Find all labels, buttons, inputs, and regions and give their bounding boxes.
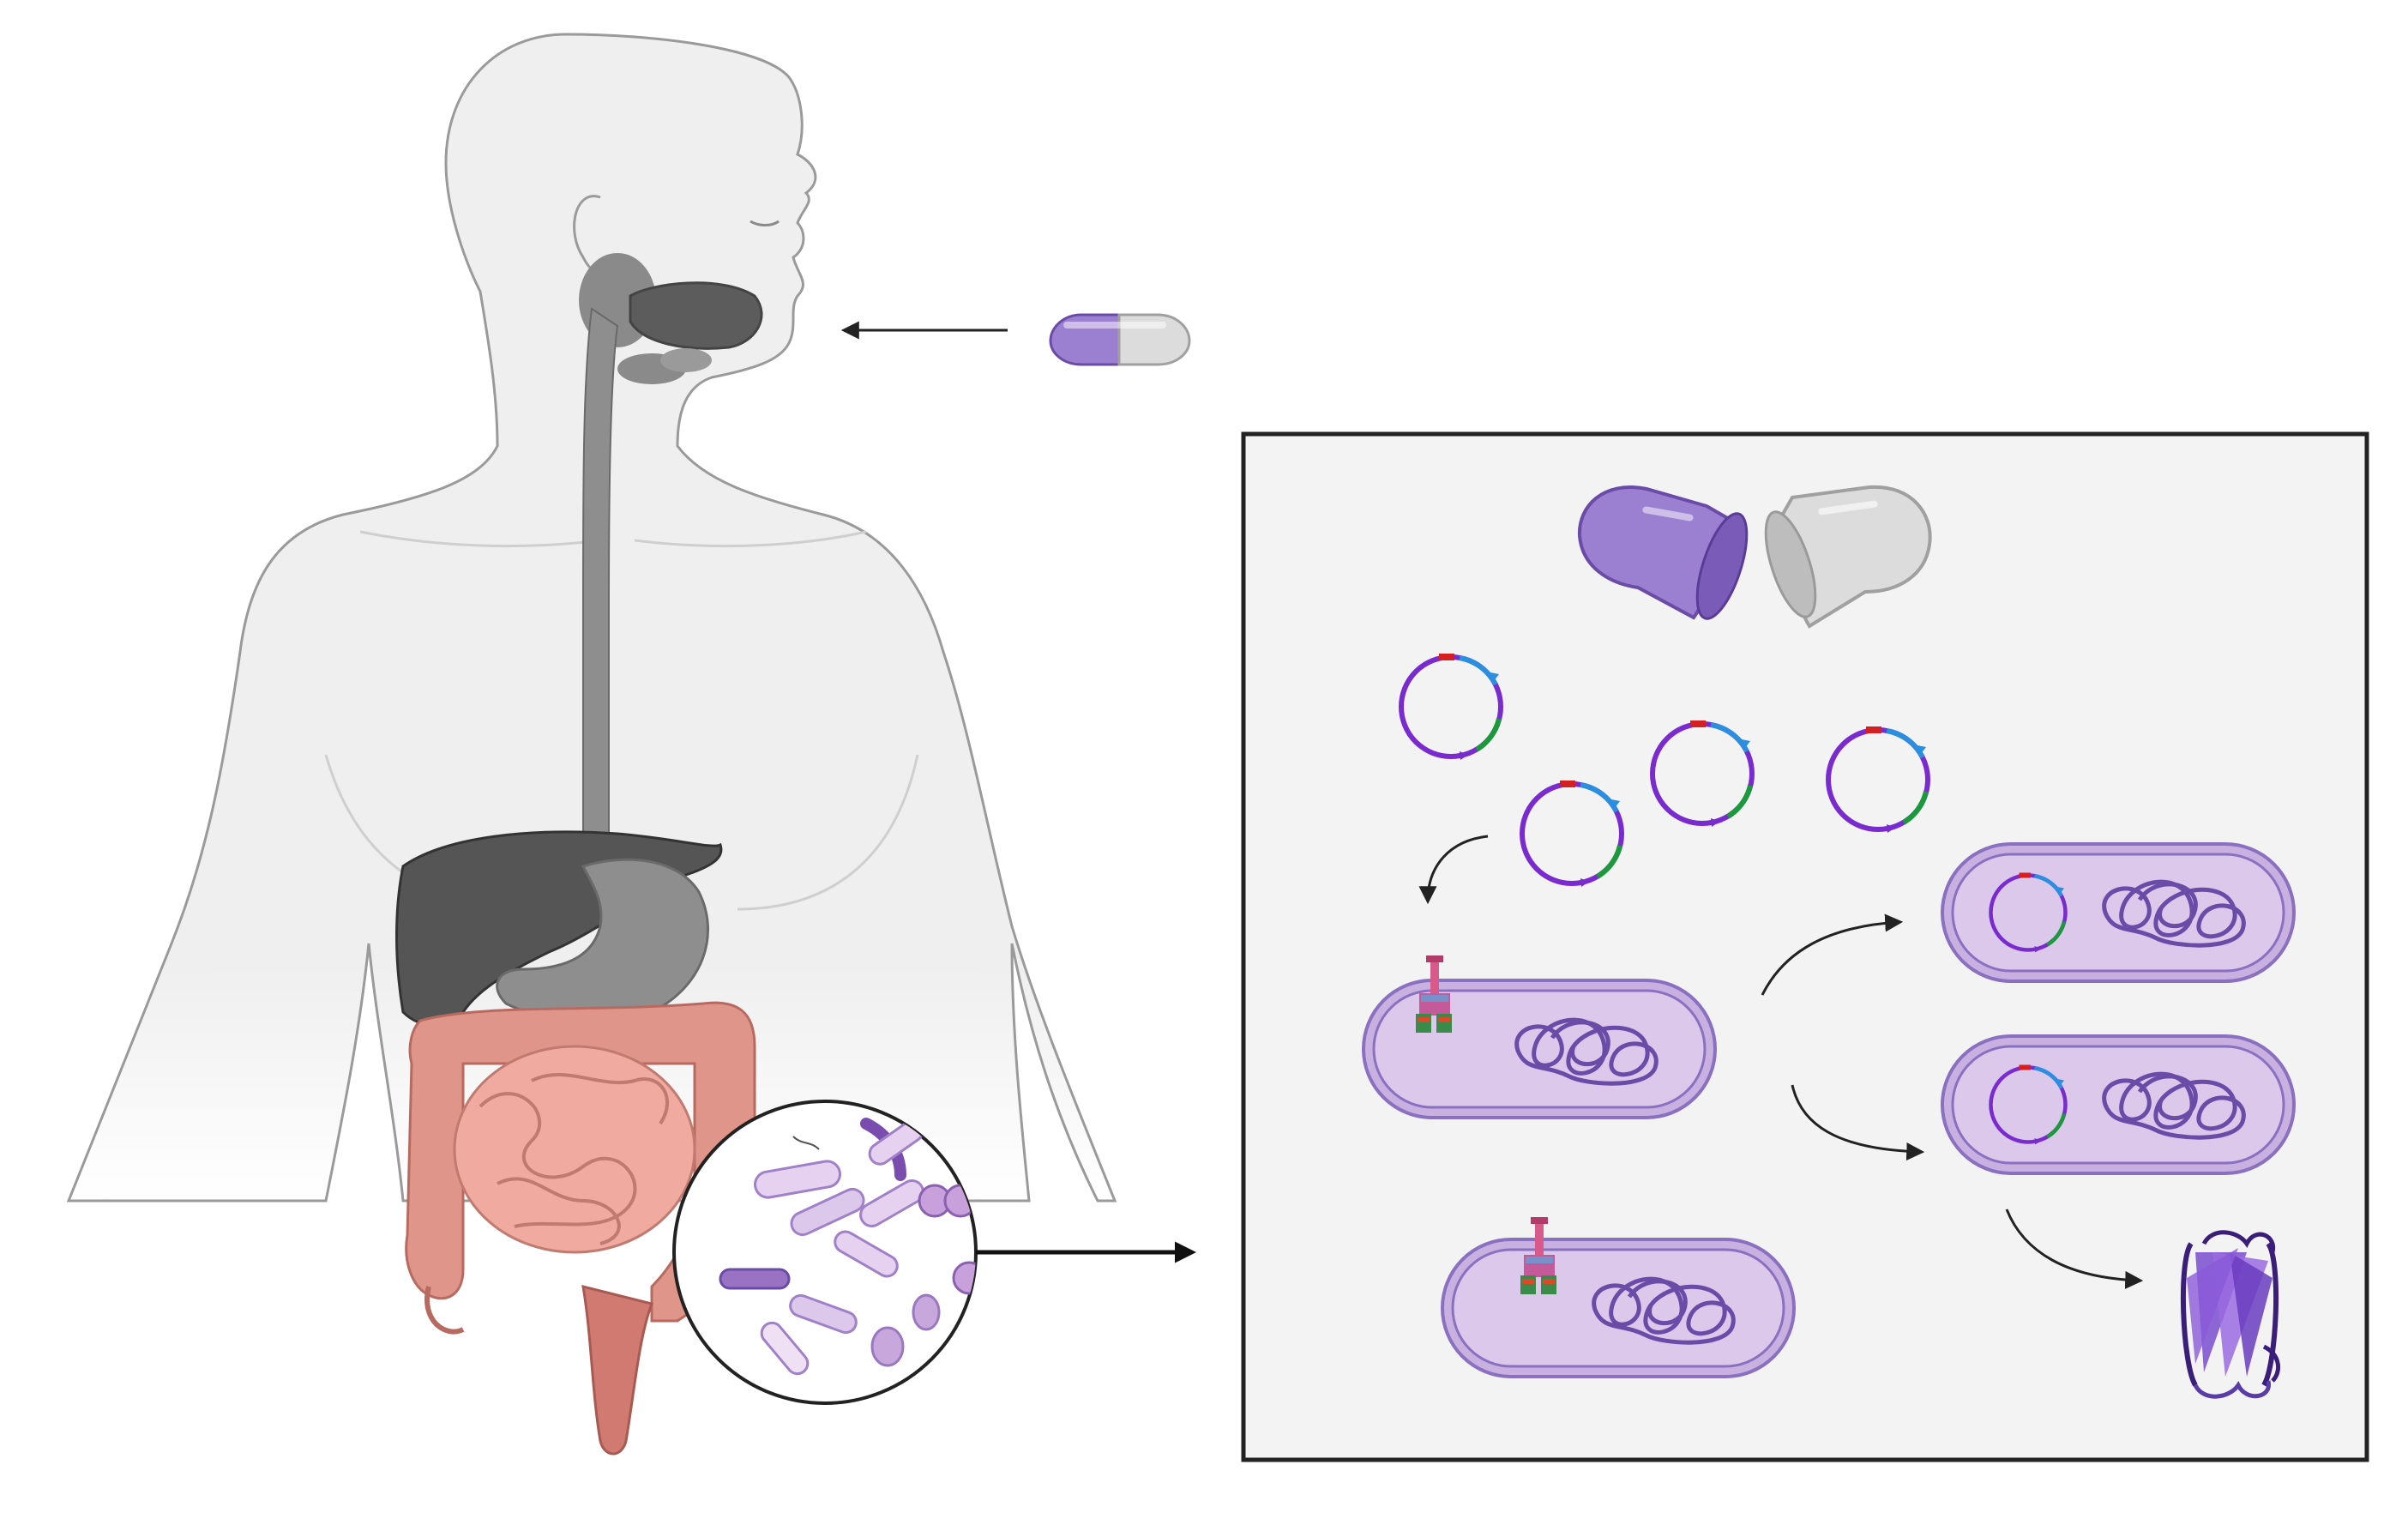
transform-arrow-2 bbox=[1791, 1084, 1925, 1160]
beta-barrel-protein-icon bbox=[2180, 1230, 2281, 1399]
gut-microbiome-zoom bbox=[672, 1100, 978, 1405]
bacterial-cell-transformed-1 bbox=[1941, 842, 2296, 983]
appendix bbox=[424, 1286, 465, 1335]
opened-capsule bbox=[1577, 485, 1932, 629]
closed-eye bbox=[749, 220, 780, 226]
bacterial-cell-transformed-2 bbox=[1941, 1034, 2296, 1175]
transform-arrow-1 bbox=[1761, 913, 1904, 996]
bacterial-cell-recipient bbox=[1362, 955, 1717, 1119]
detail-panel bbox=[1241, 431, 2369, 1462]
large-intestine bbox=[405, 1001, 756, 1323]
expression-arrow bbox=[2005, 1209, 2144, 1289]
uptake-arrow bbox=[1418, 835, 1489, 905]
oral-cavity bbox=[629, 281, 763, 350]
small-intestine bbox=[453, 1045, 696, 1254]
bacterial-cell-second bbox=[1441, 1217, 1796, 1378]
rectum bbox=[581, 1284, 653, 1456]
oral-capsule bbox=[1049, 313, 1191, 366]
human-body-illustration bbox=[66, 33, 1117, 1456]
